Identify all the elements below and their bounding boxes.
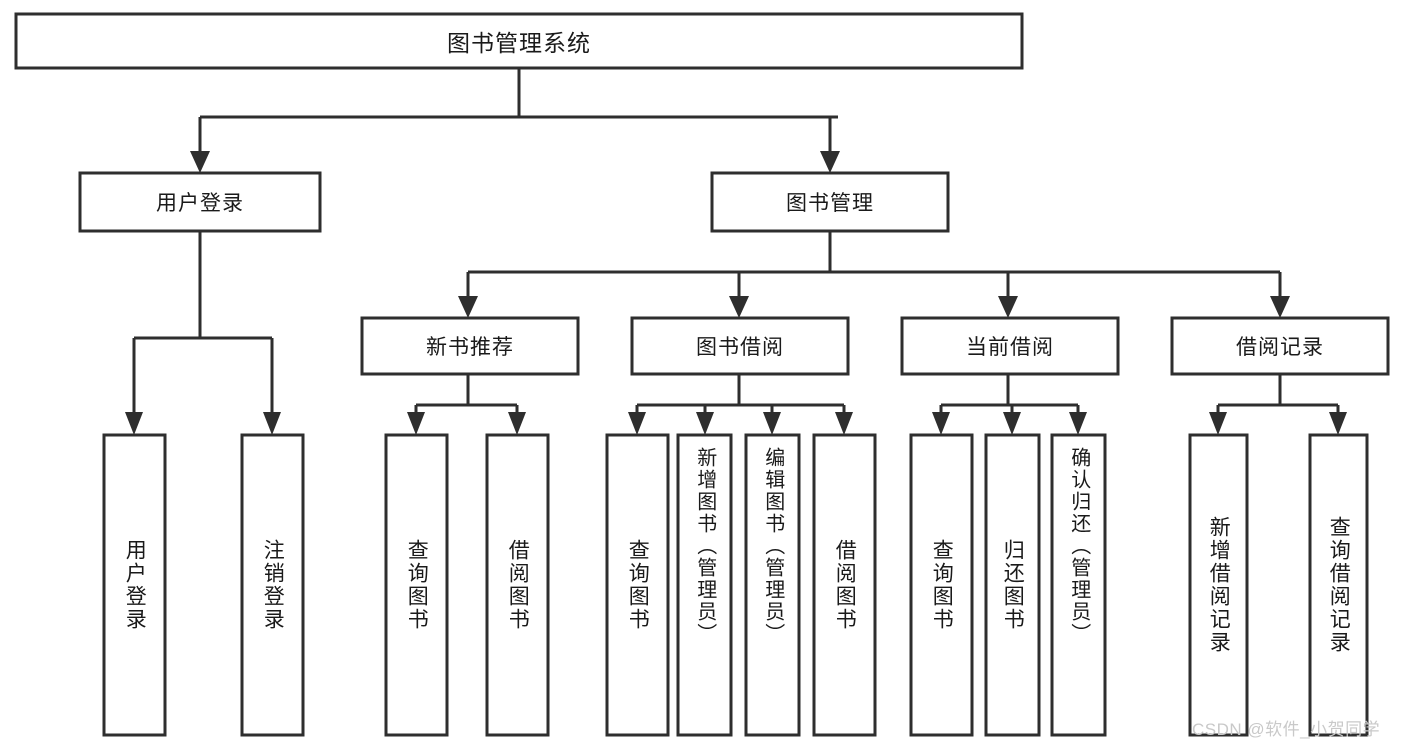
node-leaf-query-record-box[interactable]	[1308, 433, 1369, 737]
arrowhead-leaf-user-login	[125, 412, 143, 435]
node-root-box[interactable]	[14, 12, 1024, 70]
node-book-management-box[interactable]	[710, 171, 950, 233]
node-new-book-recommend-box[interactable]	[360, 316, 580, 376]
arrowhead-new-book-recommend	[458, 296, 478, 318]
node-leaf-query-book-3-box[interactable]	[909, 433, 974, 737]
arrowhead-leaf-borrow-book-1	[508, 412, 526, 435]
node-borrow-record-box[interactable]	[1170, 316, 1390, 376]
node-leaf-edit-book-box[interactable]	[744, 433, 801, 737]
arrowhead-leaf-edit-book	[763, 412, 781, 435]
node-book-borrow-box[interactable]	[630, 316, 850, 376]
arrowhead-borrow-record	[1270, 296, 1290, 318]
arrowhead-leaf-query-book-1	[407, 412, 425, 435]
arrowhead-leaf-query-book-2	[628, 412, 646, 435]
node-leaf-borrow-book-2-box[interactable]	[812, 433, 877, 737]
arrowhead-leaf-logout	[263, 412, 281, 435]
arrowhead-leaf-query-record	[1329, 412, 1347, 435]
node-leaf-borrow-book-1-box[interactable]	[485, 433, 550, 737]
arrowhead-current-borrow	[998, 296, 1018, 318]
node-leaf-return-book-box[interactable]	[984, 433, 1041, 737]
arrowhead-book-management	[820, 151, 840, 173]
arrowhead-user-login	[190, 151, 210, 173]
node-user-login-box[interactable]	[78, 171, 322, 233]
arrowhead-leaf-query-book-3	[932, 412, 950, 435]
node-leaf-confirm-return-box[interactable]	[1050, 433, 1107, 737]
arrowhead-leaf-confirm-return	[1069, 412, 1087, 435]
node-leaf-add-book-box[interactable]	[676, 433, 733, 737]
node-leaf-query-book-1-box[interactable]	[384, 433, 449, 737]
node-current-borrow-box[interactable]	[900, 316, 1120, 376]
node-leaf-user-login-box[interactable]	[102, 433, 167, 737]
arrowhead-book-borrow	[729, 296, 749, 318]
node-leaf-add-record-box[interactable]	[1188, 433, 1249, 737]
arrowhead-leaf-return-book	[1003, 412, 1021, 435]
node-leaf-logout-box[interactable]	[240, 433, 305, 737]
arrowhead-leaf-add-book	[696, 412, 714, 435]
node-leaf-query-book-2-box[interactable]	[605, 433, 670, 737]
arrowhead-leaf-add-record	[1209, 412, 1227, 435]
arrowhead-leaf-borrow-book-2	[835, 412, 853, 435]
